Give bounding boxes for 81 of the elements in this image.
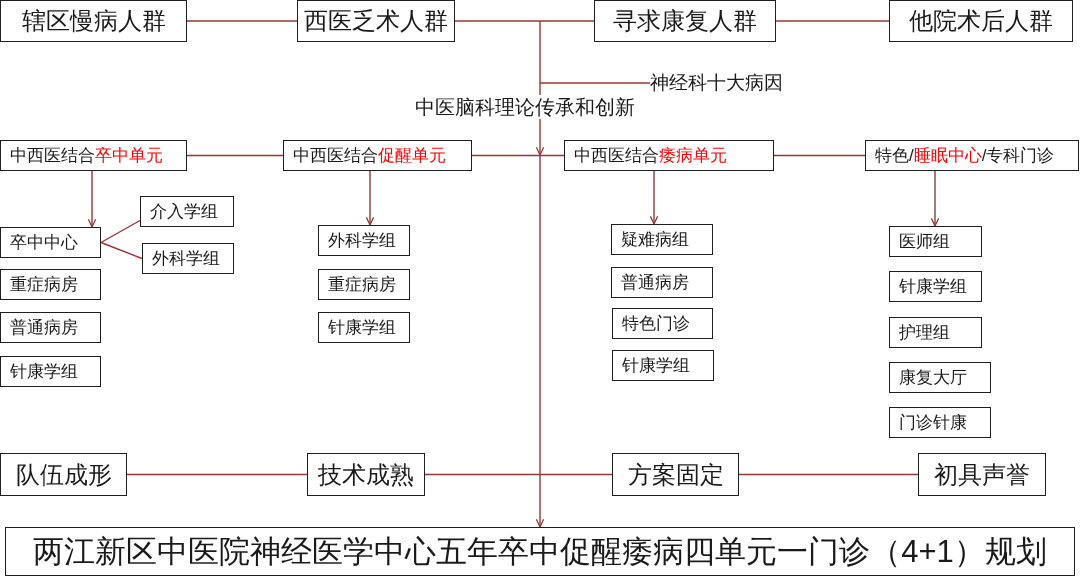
process-box xyxy=(140,196,234,227)
process-box xyxy=(612,308,713,339)
box-label: 外科学组 xyxy=(152,250,220,267)
box-label: 寻求康复人群 xyxy=(613,9,757,33)
process-box xyxy=(611,224,713,255)
box-label: 医师组 xyxy=(899,233,950,250)
box-label: 辖区慢病人群 xyxy=(21,9,166,33)
unit-box xyxy=(0,140,187,171)
box-label: 中西医结合卒中单元 xyxy=(10,147,163,164)
connector-line xyxy=(539,82,651,84)
connector-line xyxy=(186,154,284,157)
connector-line xyxy=(126,473,308,476)
process-box xyxy=(612,453,739,496)
box-label: 针康学组 xyxy=(328,319,396,336)
box-label: 康复大厅 xyxy=(899,369,967,386)
arrow xyxy=(365,170,375,226)
connector-line xyxy=(738,473,919,476)
box-label: 两江新区中医院神经医学中心五年卒中促醒痿病四单元一门诊（4+1）规划 xyxy=(33,536,1047,567)
arrow xyxy=(930,170,940,227)
box-label: 重症病房 xyxy=(10,276,78,293)
box-label: 外科学组 xyxy=(328,232,396,249)
connector-line xyxy=(775,20,890,22)
process-box xyxy=(889,0,1073,42)
arrow xyxy=(87,170,97,228)
connector-line xyxy=(454,20,595,22)
process-box xyxy=(889,271,982,302)
process-box xyxy=(0,269,101,300)
process-box xyxy=(889,317,982,348)
box-label: 西医乏术人群 xyxy=(304,9,448,33)
process-box xyxy=(918,453,1046,496)
box-label: 针康学组 xyxy=(622,357,690,374)
box-label: 门诊针康 xyxy=(899,414,967,431)
box-label: 护理组 xyxy=(899,324,950,341)
process-box xyxy=(307,453,425,496)
box-label: 疑难病组 xyxy=(621,231,689,248)
process-box xyxy=(612,350,714,381)
connector-line xyxy=(100,241,143,260)
box-label: 方案固定 xyxy=(627,462,724,487)
box-label: 针康学组 xyxy=(10,363,78,380)
process-box xyxy=(611,267,713,298)
box-label: 中西医结合痿病单元 xyxy=(574,147,727,164)
connector-line xyxy=(186,20,298,22)
box-label: 特色门诊 xyxy=(622,315,690,332)
process-box xyxy=(0,0,187,42)
unit-box xyxy=(283,140,472,171)
box-label: 中西医结合促醒单元 xyxy=(293,147,446,164)
box-label: 重症病房 xyxy=(328,276,396,293)
unit-box xyxy=(564,140,774,171)
box-label: 初具声誉 xyxy=(934,462,1030,487)
box-label: 特色/睡眠中心/专科门诊 xyxy=(875,147,1055,164)
connector-line xyxy=(471,154,565,157)
arrow xyxy=(649,170,659,225)
annotation-text: 中医脑科理论传承和创新 xyxy=(415,95,635,119)
process-box xyxy=(318,312,410,343)
process-box xyxy=(297,0,455,42)
title-box xyxy=(5,527,1075,576)
connector-line xyxy=(424,473,613,476)
process-box xyxy=(318,269,410,300)
box-label: 队伍成形 xyxy=(15,462,112,487)
process-box xyxy=(0,312,101,343)
process-box xyxy=(318,225,410,256)
box-label: 卒中中心 xyxy=(10,234,78,251)
process-box xyxy=(889,226,982,257)
box-label: 针康学组 xyxy=(899,278,967,295)
process-box xyxy=(0,227,101,258)
connector-line xyxy=(773,154,866,157)
box-label: 普通病房 xyxy=(621,274,689,291)
process-box xyxy=(889,407,991,438)
process-box xyxy=(889,362,991,393)
box-label: 技术成熟 xyxy=(318,462,414,487)
process-box xyxy=(142,243,234,274)
box-label: 介入学组 xyxy=(150,203,218,220)
connector-line xyxy=(100,219,141,244)
box-label: 他院术后人群 xyxy=(909,9,1053,33)
process-box xyxy=(0,453,127,496)
unit-box xyxy=(865,140,1079,171)
process-box xyxy=(0,356,101,387)
box-label: 普通病房 xyxy=(10,319,78,336)
annotation-text: 神经科十大病因 xyxy=(650,70,800,96)
arrow xyxy=(536,20,545,528)
process-box xyxy=(594,0,776,42)
